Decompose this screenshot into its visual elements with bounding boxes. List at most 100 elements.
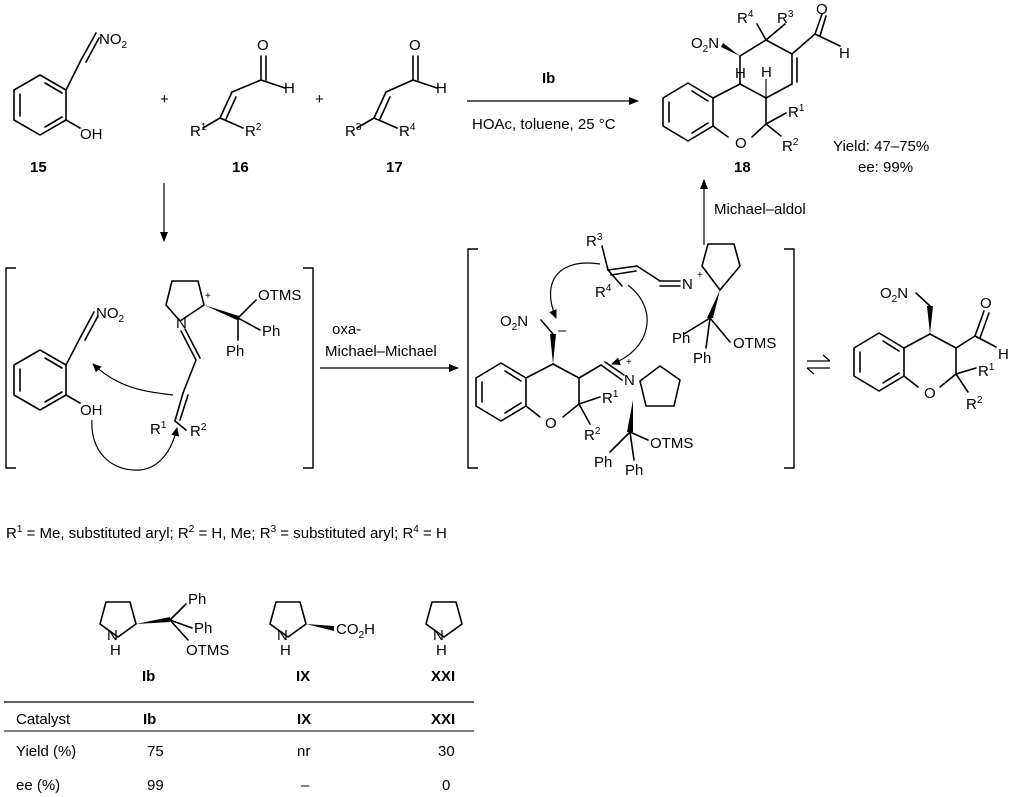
svg-text:R2: R2 bbox=[584, 426, 601, 444]
table-header: Catalyst bbox=[16, 711, 71, 728]
reaction-arrow: Ib HOAc, toluene, 25 °C bbox=[467, 70, 639, 133]
svg-text:OTMS: OTMS bbox=[733, 335, 776, 352]
svg-text:H: H bbox=[998, 346, 1009, 363]
svg-text:R1: R1 bbox=[978, 362, 995, 380]
plus-sign: + bbox=[160, 91, 169, 108]
svg-text:OTMS: OTMS bbox=[186, 642, 229, 659]
svg-text:O: O bbox=[816, 1, 828, 18]
svg-text:H: H bbox=[436, 642, 447, 659]
svg-text:OTMS: OTMS bbox=[650, 435, 693, 452]
svg-text:Yield (%): Yield (%) bbox=[16, 743, 76, 760]
svg-text:Michael–Michael: Michael–Michael bbox=[325, 343, 437, 360]
compound-18: R4 R3 O H O2N H H O R1 R2 18 bbox=[662, 1, 850, 176]
svg-text:N: N bbox=[107, 627, 118, 644]
svg-text:H: H bbox=[735, 65, 746, 82]
svg-text:R2: R2 bbox=[245, 122, 262, 140]
svg-text:–: – bbox=[558, 322, 567, 339]
ee-value: ee: 99% bbox=[858, 159, 913, 176]
svg-text:R1: R1 bbox=[150, 420, 167, 438]
catalyst-label: Ib bbox=[542, 70, 555, 87]
svg-text:Ph: Ph bbox=[672, 330, 690, 347]
plus-sign: + bbox=[315, 91, 324, 108]
svg-text:O: O bbox=[924, 385, 936, 402]
svg-text:Ph: Ph bbox=[194, 620, 212, 637]
svg-text:Ib: Ib bbox=[142, 668, 155, 685]
svg-text:30: 30 bbox=[438, 743, 455, 760]
compound-label-17: 17 bbox=[386, 159, 403, 176]
svg-text:R1: R1 bbox=[190, 122, 207, 140]
svg-text:O: O bbox=[980, 295, 992, 312]
svg-text:R4: R4 bbox=[595, 283, 612, 301]
compound-16: O H R1 R2 16 bbox=[190, 37, 295, 176]
yield-range: Yield: 47–75% bbox=[833, 138, 929, 155]
substituent-footnote: R1 = Me, substituted aryl; R2 = H, Me; R… bbox=[6, 524, 447, 542]
svg-text:R3: R3 bbox=[345, 122, 362, 140]
compound-label-16: 16 bbox=[232, 159, 249, 176]
compound-label-18: 18 bbox=[734, 159, 751, 176]
svg-text:R2: R2 bbox=[782, 137, 799, 155]
svg-text:99: 99 bbox=[147, 777, 164, 794]
svg-text:H: H bbox=[110, 642, 121, 659]
svg-text:N: N bbox=[433, 627, 444, 644]
catalyst-ix: N H CO2H IX bbox=[269, 601, 375, 685]
compound-15: NO2 OH 15 bbox=[13, 31, 128, 176]
svg-text:O: O bbox=[409, 37, 421, 54]
svg-text:OTMS: OTMS bbox=[258, 287, 301, 304]
svg-text:H: H bbox=[761, 64, 772, 81]
results-table: Catalyst Ib IX XXI Yield (%) 75 nr 30 ee… bbox=[4, 701, 474, 794]
svg-text:O: O bbox=[735, 135, 747, 152]
svg-text:Ph: Ph bbox=[693, 350, 711, 367]
svg-text:75: 75 bbox=[147, 743, 164, 760]
svg-text:N: N bbox=[176, 315, 187, 332]
svg-text:Ph: Ph bbox=[188, 591, 206, 608]
svg-text:Ph: Ph bbox=[226, 343, 244, 360]
svg-text:R2: R2 bbox=[966, 395, 983, 413]
svg-text:ee (%): ee (%) bbox=[16, 777, 60, 794]
svg-text:N: N bbox=[682, 276, 693, 293]
svg-text:oxa-: oxa- bbox=[332, 321, 361, 338]
svg-text:R3: R3 bbox=[777, 9, 794, 27]
svg-text:nr: nr bbox=[297, 743, 310, 760]
intermediate-1: NO2 OH N + OTMS Ph Ph R1 R2 bbox=[5, 267, 314, 471]
svg-text:H: H bbox=[284, 80, 295, 97]
reaction-conditions: HOAc, toluene, 25 °C bbox=[472, 116, 616, 133]
table-row: Yield (%) 75 nr 30 bbox=[16, 743, 455, 760]
aldol-product: O O2N O H R1 R2 bbox=[853, 285, 1009, 413]
svg-text:OH: OH bbox=[80, 402, 103, 419]
table-header: IX bbox=[297, 711, 311, 728]
table-row: ee (%) 99 – 0 bbox=[16, 777, 450, 794]
svg-text:Ph: Ph bbox=[262, 323, 280, 340]
svg-text:O: O bbox=[545, 415, 557, 432]
svg-text:O2N: O2N bbox=[500, 313, 528, 333]
compound-17: O H R3 R4 17 bbox=[345, 37, 447, 176]
svg-text:H: H bbox=[436, 80, 447, 97]
intermediate-2: R3 R4 N + Ph Ph OTMS O O2N – N + R1 R2 bbox=[467, 232, 795, 479]
svg-text:H: H bbox=[839, 45, 850, 62]
table-header: XXI bbox=[431, 711, 455, 728]
svg-text:Ph: Ph bbox=[594, 454, 612, 471]
compound-label-15: 15 bbox=[30, 159, 47, 176]
step-michael-aldol: Michael–aldol bbox=[714, 201, 806, 218]
svg-text:R4: R4 bbox=[399, 122, 416, 140]
catalyst-xxi: N H XXI bbox=[425, 601, 463, 685]
oxa-michael-arrow: oxa- Michael–Michael bbox=[320, 321, 459, 372]
table-header: Ib bbox=[143, 711, 156, 728]
svg-text:NO2: NO2 bbox=[96, 305, 125, 325]
svg-text:H: H bbox=[280, 642, 291, 659]
svg-text:+: + bbox=[205, 291, 211, 302]
equilibrium-arrows bbox=[806, 354, 831, 375]
svg-text:O2N: O2N bbox=[691, 35, 719, 55]
svg-text:R4: R4 bbox=[737, 9, 754, 27]
svg-text:R3: R3 bbox=[586, 232, 603, 250]
svg-text:XXI: XXI bbox=[431, 668, 455, 685]
svg-text:OH: OH bbox=[80, 126, 103, 143]
svg-text:O: O bbox=[257, 37, 269, 54]
svg-text:R2: R2 bbox=[190, 422, 207, 440]
svg-text:Ph: Ph bbox=[625, 462, 643, 479]
svg-text:CO2H: CO2H bbox=[336, 621, 375, 641]
svg-text:0: 0 bbox=[442, 777, 450, 794]
svg-text:R1: R1 bbox=[602, 389, 619, 407]
svg-text:+: + bbox=[626, 357, 632, 368]
svg-text:O2N: O2N bbox=[880, 285, 908, 305]
